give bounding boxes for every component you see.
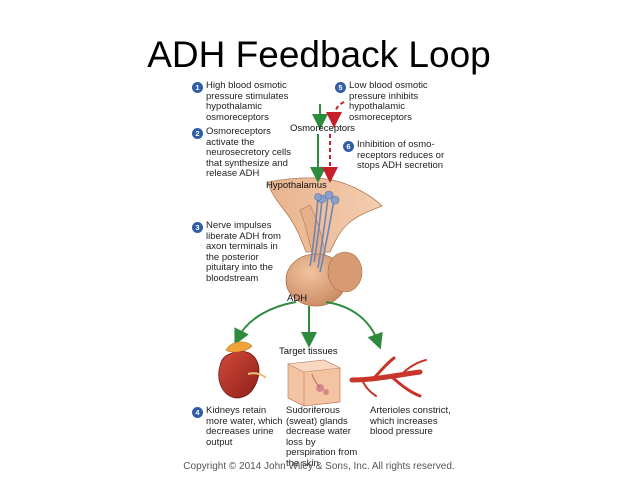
step-3-badge: 3	[192, 222, 203, 233]
sweat-glands-text: Sudoriferous (sweat) glands decrease wat…	[286, 405, 358, 469]
red-arrow-osmo	[326, 101, 345, 128]
kidney-illustration	[218, 341, 267, 399]
step-5-text: Low blood osmotic pressure inhibits hypo…	[349, 80, 428, 123]
step-2-text: Osmoreceptors activate the neurosecretor…	[206, 126, 292, 180]
step-4-badge: 4	[192, 407, 203, 418]
step-2-badge: 2	[192, 128, 203, 139]
arterioles-illustration	[349, 356, 427, 398]
neurosecretory-cells	[309, 195, 335, 273]
adh-arrow-kidney	[234, 301, 297, 346]
adh-label: ADH	[287, 293, 308, 304]
step-3-text: Nerve impulses liberate ADH from axon te…	[206, 220, 281, 284]
copyright-footer: Copyright © 2014 John Wiley & Sons, Inc.…	[183, 461, 455, 472]
osmoreceptors-label: Osmoreceptors	[290, 123, 355, 134]
target-tissues-label: Target tissues	[279, 346, 338, 357]
adh-arrow-arterioles	[325, 301, 383, 350]
step-6-badge: 6	[343, 141, 354, 152]
step-4-text: Kidneys retain more water, which decreas…	[206, 405, 283, 448]
arterioles-text: Arterioles constrict, which increases bl…	[370, 405, 451, 438]
slide-title: ADH Feedback Loop	[147, 34, 491, 75]
step-6-text: Inhibition of osmo-receptors reduces or …	[357, 139, 445, 172]
step-1-badge: 1	[192, 82, 203, 93]
skin-illustration	[286, 359, 342, 407]
step-5-badge: 5	[335, 82, 346, 93]
hypothalamus-label: Hypothalamus	[266, 180, 327, 191]
step-1-text: High blood osmotic pressure stimulates h…	[206, 80, 289, 123]
